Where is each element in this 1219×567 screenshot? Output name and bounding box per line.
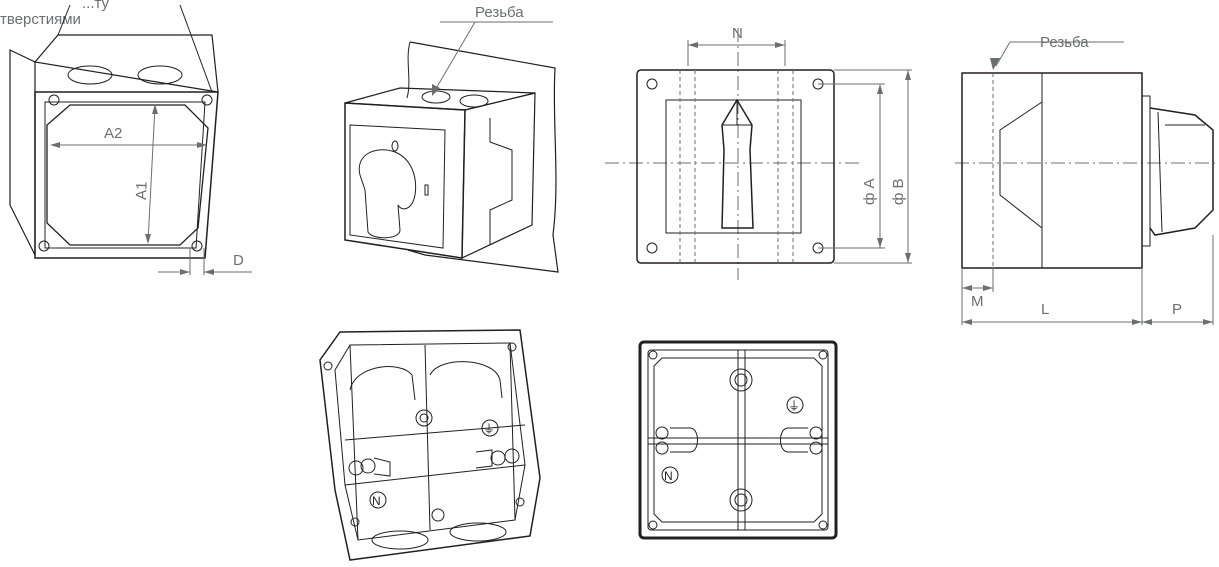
dim-p: P: [1172, 301, 1182, 318]
thread-label-center: Резьба: [475, 4, 524, 21]
switch-side-view: Резьба M L P: [955, 34, 1219, 325]
dim-phi-a: ф A: [861, 178, 878, 205]
neutral-symbol-perspective: N: [372, 494, 381, 508]
enclosure-perspective-view: ...ту тверстиями A2 A1 D: [0, 0, 252, 275]
dim-d: D: [233, 252, 244, 269]
ground-symbol-top: ⏚: [788, 399, 800, 413]
dim-m: M: [971, 293, 984, 310]
switch-front-view: N ф A ф B: [605, 25, 912, 280]
open-box-top-view: N ⏚: [638, 340, 838, 540]
ground-symbol-perspective: ⏚: [483, 422, 495, 436]
thread-label-side: Резьба: [1040, 34, 1089, 51]
dim-a2: A2: [104, 125, 122, 142]
holes-caption-line2: тверстиями: [0, 11, 81, 28]
holes-caption-line1: ...ту: [82, 0, 110, 12]
open-box-perspective-view: N ⏚: [319, 329, 541, 561]
neutral-symbol-top: N: [664, 469, 673, 483]
dim-a1: A1: [133, 181, 151, 200]
switch-perspective-view: Резьба: [344, 4, 559, 273]
dim-phi-b: ф B: [890, 178, 907, 205]
dim-n: N: [732, 25, 743, 42]
dim-l: L: [1041, 301, 1049, 318]
